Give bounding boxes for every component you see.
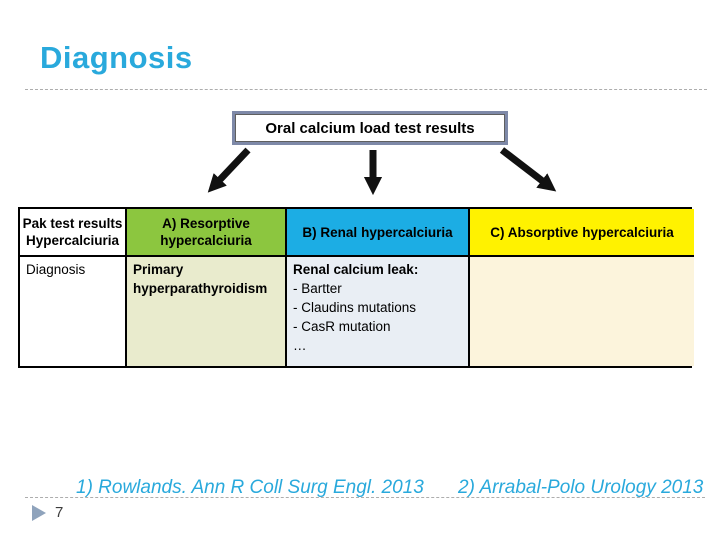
header-cell-resorptive: A) Resorptive hypercalciuria [127,209,287,257]
header-cell-absorptive: C) Absorptive hypercalciuria [470,209,694,257]
root-node-box: Oral calcium load test results [232,111,508,145]
cell-heading: Renal calcium leak: [293,262,419,277]
header-rest: hypercalciuria [582,224,674,240]
arrow-right-icon [499,147,557,192]
list-item: - Claudins mutations [293,300,417,315]
list-item: - CasR mutation [293,319,391,334]
cell-text: Diagnosis [26,262,86,277]
cell-text: Primary hyperparathyroidism [133,262,268,296]
header-line: hypercalciuria [160,233,252,248]
footer-divider [25,497,705,498]
body-cell-diagnosis-label: Diagnosis [20,257,127,366]
arrow-left-icon [207,147,251,193]
list-item: - Bartter [293,281,342,296]
results-table: Pak test results Hypercalciuria A) Resor… [18,207,694,368]
header-cell-pak-test: Pak test results Hypercalciuria [20,209,127,257]
header-line: Hypercalciuria [25,233,120,248]
body-cell-primary-hyperparathyroidism: Primary hyperparathyroidism [127,257,287,366]
list-item: … [293,338,307,353]
header-rest: hypercalciuria [361,224,453,240]
body-cell-renal-calcium-leak: Renal calcium leak: - Bartter - Claudins… [287,257,470,366]
header-line: A) Resorptive [162,216,250,231]
next-triangle-icon[interactable] [32,505,46,521]
header-bold: C) Absorptive [490,224,579,240]
header-line: Pak test results [22,216,123,231]
citation-rowlands: 1) Rowlands. Ann R Coll Surg Engl. 2013 [76,477,424,498]
page-title: Diagnosis [40,40,193,75]
body-cell-absorptive-empty [470,257,694,366]
title-divider [25,89,707,90]
citation-arrabal-polo: 2) Arrabal-Polo Urology 2013 [458,477,704,498]
header-bold: B) Renal [302,224,358,240]
header-cell-renal: B) Renal hypercalciuria [287,209,470,257]
page-number: 7 [55,504,64,521]
